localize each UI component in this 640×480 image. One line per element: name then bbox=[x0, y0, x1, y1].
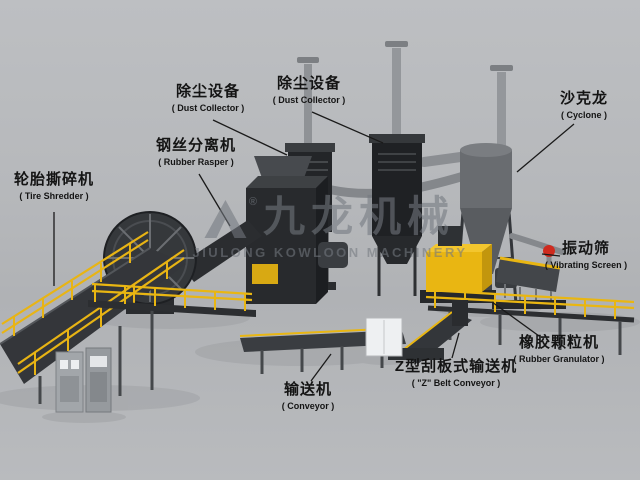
rubber-rasper-machine bbox=[246, 156, 348, 304]
leader-rubber-granulator bbox=[491, 301, 540, 337]
label-rubber-granulator: 橡胶颗粒机 ( Rubber Granulator ) bbox=[513, 334, 604, 365]
leader-vibrating-screen bbox=[541, 253, 561, 257]
label-rubber-rasper-en: ( Rubber Rasper ) bbox=[158, 156, 234, 167]
tire-shredder-conveyor bbox=[0, 231, 186, 404]
leader-cyclone bbox=[516, 123, 575, 173]
z-belt-conveyor-machine bbox=[388, 300, 472, 364]
leader-conveyor bbox=[310, 353, 332, 382]
label-rubber-rasper-cn: 钢丝分离机 bbox=[155, 137, 237, 154]
label-tire-shredder: 轮胎撕碎机 ( Tire Shredder ) bbox=[14, 171, 94, 202]
label-tire-shredder-cn: 轮胎撕碎机 bbox=[13, 171, 95, 188]
label-conveyor-cn: 输送机 bbox=[283, 381, 333, 398]
label-dust-collector-2-cn: 除尘设备 bbox=[276, 75, 342, 92]
leader-dust-collector-1 bbox=[212, 119, 288, 156]
label-vibrating-screen-cn: 振动筛 bbox=[561, 240, 611, 257]
dust-collector-tower-2 bbox=[369, 134, 425, 296]
rubber-granulator-machine bbox=[420, 226, 517, 303]
electric-cabinets bbox=[55, 347, 112, 413]
label-z-belt-conveyor-en: ( "Z" Belt Conveyor ) bbox=[411, 377, 501, 388]
label-conveyor: 输送机 ( Conveyor ) bbox=[282, 381, 335, 412]
leader-z-belt-conveyor bbox=[451, 332, 460, 359]
label-dust-collector-2-en: ( Dust Collector ) bbox=[272, 94, 346, 105]
label-vibrating-screen-en: ( Vibrating Screen ) bbox=[544, 259, 628, 270]
vibrating-screen-machine bbox=[492, 256, 566, 309]
mid-platform bbox=[88, 282, 256, 317]
label-rubber-granulator-cn: 橡胶颗粒机 bbox=[518, 334, 600, 351]
label-dust-collector-1-cn: 除尘设备 bbox=[175, 83, 241, 100]
label-vibrating-screen: 振动筛 ( Vibrating Screen ) bbox=[545, 240, 627, 271]
label-z-belt-conveyor-cn: Z型刮板式输送机 bbox=[394, 358, 518, 375]
label-cyclone-cn: 沙克龙 bbox=[559, 90, 609, 107]
label-dust-collector-1-en: ( Dust Collector ) bbox=[171, 102, 245, 113]
label-z-belt-conveyor: Z型刮板式输送机 ( "Z" Belt Conveyor ) bbox=[395, 358, 517, 389]
label-cyclone: 沙克龙 ( Cyclone ) bbox=[560, 90, 608, 121]
label-dust-collector-2: 除尘设备 ( Dust Collector ) bbox=[273, 75, 346, 106]
label-rubber-rasper: 钢丝分离机 ( Rubber Rasper ) bbox=[156, 137, 236, 168]
label-tire-shredder-en: ( Tire Shredder ) bbox=[19, 190, 89, 201]
exhaust-pipes bbox=[297, 41, 513, 152]
leader-dust-collector-2 bbox=[311, 111, 384, 144]
control-box-white bbox=[365, 317, 403, 357]
label-dust-collector-1: 除尘设备 ( Dust Collector ) bbox=[172, 83, 245, 114]
label-conveyor-en: ( Conveyor ) bbox=[281, 400, 335, 411]
label-rubber-granulator-en: ( Rubber Granulator ) bbox=[513, 353, 605, 364]
label-cyclone-en: ( Cyclone ) bbox=[560, 109, 608, 120]
leader-rubber-rasper bbox=[198, 173, 231, 227]
